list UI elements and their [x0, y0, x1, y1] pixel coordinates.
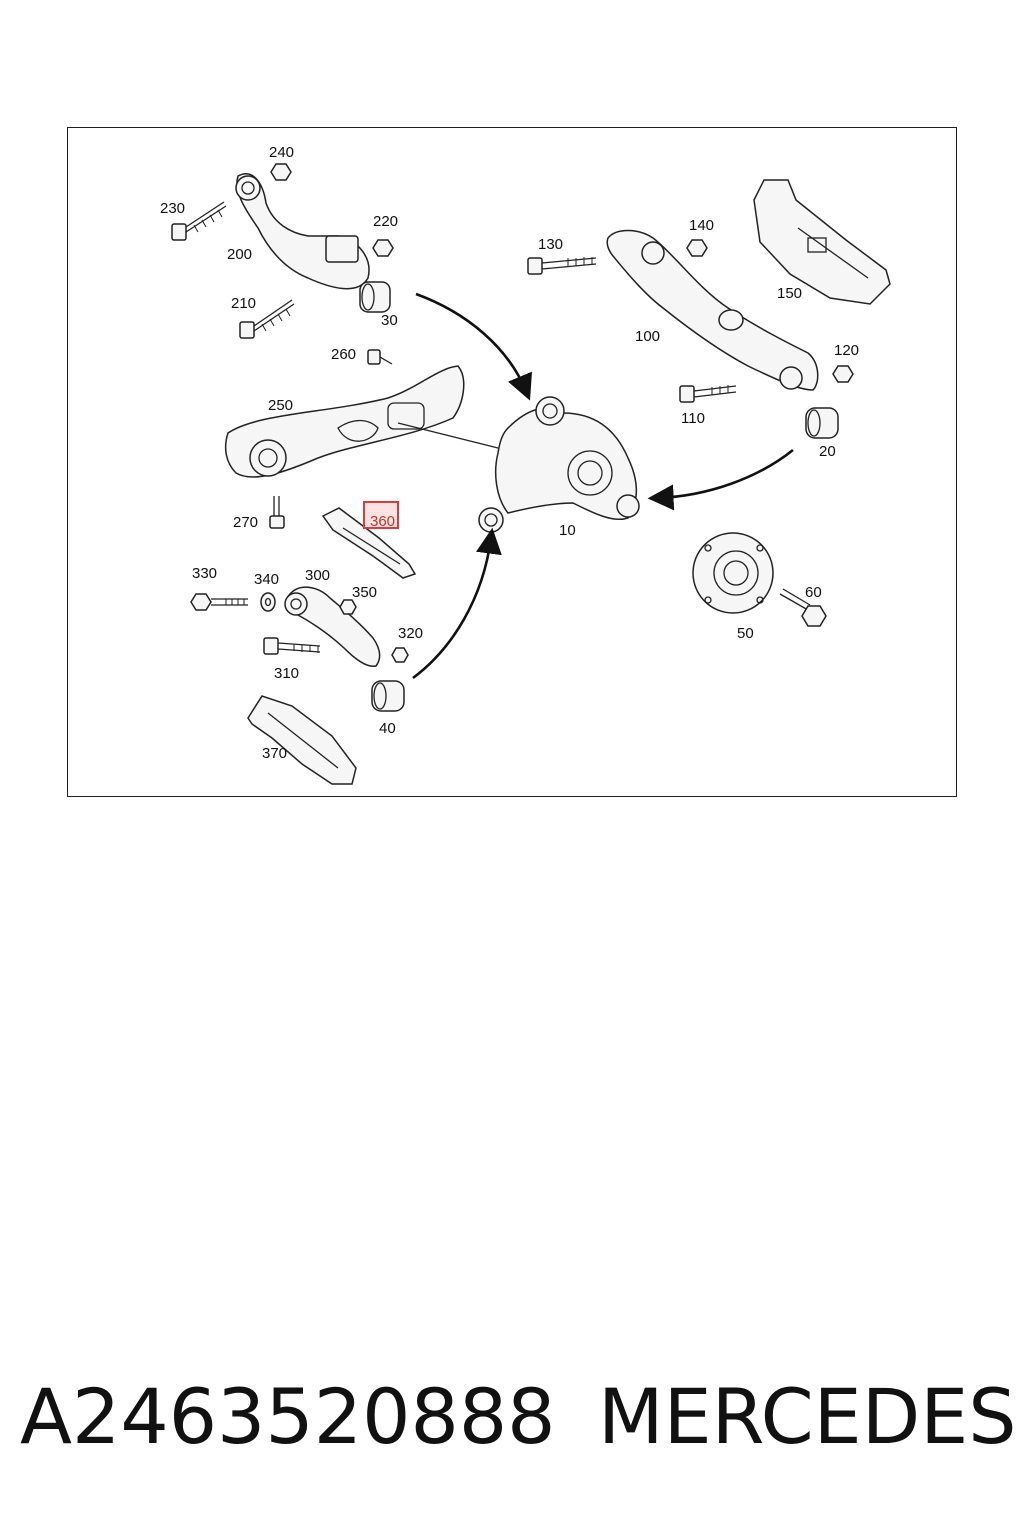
callout-350[interactable]: 350 — [352, 584, 377, 601]
bushing-40 — [371, 680, 405, 712]
callout-20[interactable]: 20 — [819, 443, 836, 460]
upper-control-arm-200 — [235, 173, 370, 290]
nut-240 — [270, 163, 292, 181]
bolt-310 — [263, 637, 321, 655]
callout-250[interactable]: 250 — [268, 397, 293, 414]
bolt-270 — [269, 496, 285, 529]
bolt-110 — [679, 385, 737, 403]
nut-140 — [686, 239, 708, 257]
bolt-330 — [190, 593, 248, 611]
callout-110[interactable]: 110 — [681, 410, 705, 427]
bolt-210 — [239, 299, 295, 339]
lower-spring-arm-250 — [224, 365, 465, 478]
bushing-20 — [805, 407, 839, 439]
nut-320 — [391, 647, 409, 663]
callout-230[interactable]: 230 — [160, 200, 185, 217]
callout-40[interactable]: 40 — [379, 720, 396, 737]
cover-370 — [247, 695, 357, 785]
callout-10[interactable]: 10 — [559, 522, 576, 539]
callout-200[interactable]: 200 — [227, 246, 252, 263]
callout-370[interactable]: 370 — [262, 745, 287, 762]
callout-150[interactable]: 150 — [777, 285, 802, 302]
arrow-30-to-10 — [415, 292, 532, 401]
wheel-hub-50 — [692, 532, 774, 614]
bracket-150 — [753, 179, 891, 305]
wheel-carrier-10 — [397, 396, 640, 533]
callout-260[interactable]: 260 — [331, 346, 356, 363]
callout-100[interactable]: 100 — [635, 328, 660, 345]
bolt-230 — [171, 201, 227, 241]
washer-340 — [260, 592, 276, 612]
arrow-40-to-10 — [412, 527, 502, 680]
callout-210[interactable]: 210 — [231, 295, 256, 312]
callout-140[interactable]: 140 — [689, 217, 714, 234]
callout-340[interactable]: 340 — [254, 571, 279, 588]
bolt-260 — [367, 349, 393, 365]
callout-360[interactable]: 360 — [370, 513, 395, 530]
callout-220[interactable]: 220 — [373, 213, 398, 230]
callout-320[interactable]: 320 — [398, 625, 423, 642]
arrow-20-to-10 — [647, 448, 794, 511]
callout-270[interactable]: 270 — [233, 514, 258, 531]
lower-arm-300 — [284, 586, 381, 667]
highlight-box-360 — [363, 501, 399, 529]
nut-350 — [339, 599, 357, 615]
bushing-30 — [359, 281, 391, 313]
part-number: A2463520888 — [20, 1372, 556, 1461]
callout-60[interactable]: 60 — [805, 584, 822, 601]
nut-120 — [832, 365, 854, 383]
callout-30[interactable]: 30 — [381, 312, 398, 329]
callout-300[interactable]: 300 — [305, 567, 330, 584]
parts-diagram-frame: 240 230 220 200 210 30 260 250 270 360 3… — [67, 127, 957, 797]
callout-50[interactable]: 50 — [737, 625, 754, 642]
callout-330[interactable]: 330 — [192, 565, 217, 582]
footer-caption: A2463520888 MERCEDES — [20, 1372, 1016, 1472]
exploded-suspension-diagram: 240 230 220 200 210 30 260 250 270 360 3… — [160, 144, 891, 785]
trailing-arm-100 — [606, 229, 819, 391]
callout-120[interactable]: 120 — [834, 342, 859, 359]
nut-220 — [372, 239, 394, 257]
bracket-360 — [321, 507, 417, 579]
callout-240[interactable]: 240 — [269, 144, 294, 161]
callout-130[interactable]: 130 — [538, 236, 563, 253]
callout-310[interactable]: 310 — [274, 665, 299, 682]
bolt-60 — [779, 588, 827, 627]
bolt-130 — [527, 257, 597, 275]
brand-name: MERCEDES — [598, 1372, 1017, 1461]
